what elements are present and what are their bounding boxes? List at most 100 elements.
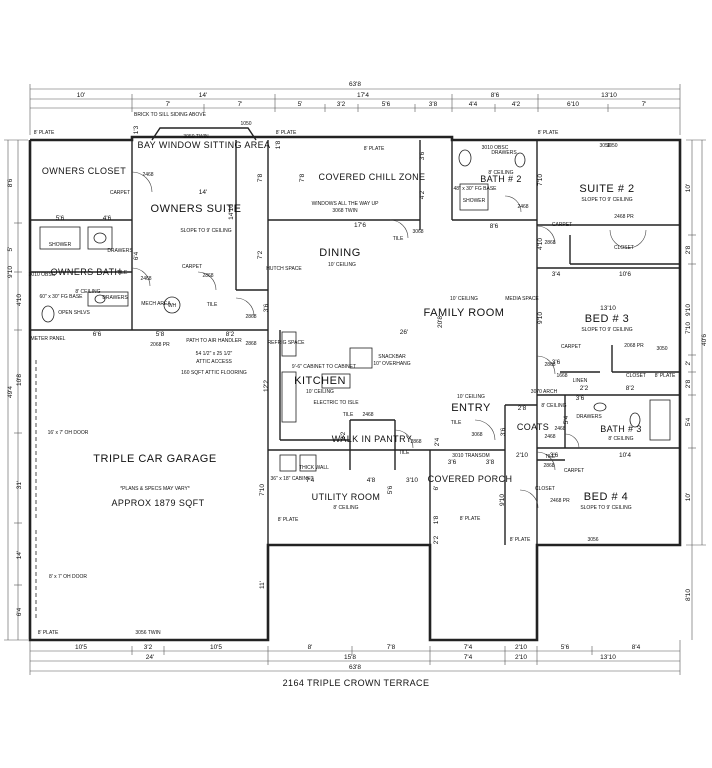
door-label: 2468: [142, 172, 153, 178]
door-swing-icon: [394, 429, 414, 449]
dim-top: 7': [166, 101, 171, 108]
plate-note: 8' PLATE: [538, 130, 559, 136]
attic-access: ATTIC ACCESS: [196, 359, 232, 365]
door-label: 2868: [543, 463, 554, 469]
room-family: FAMILY ROOM: [424, 307, 505, 319]
entry-note: 10' CEILING: [457, 394, 485, 400]
porch-note: 8' PLATE: [460, 516, 481, 522]
dryer-icon: [299, 454, 317, 472]
room-suite2: SUITE # 2: [579, 183, 634, 195]
bath3-drawers: DRAWERS: [576, 414, 602, 420]
dim-interior: 11': [259, 581, 266, 589]
dim-interior: 5'8: [156, 331, 165, 338]
bed4-note: SLOPE TO 9' CEILING: [580, 505, 631, 511]
plate-note: 8' PLATE: [276, 130, 297, 136]
tile-note: TILE: [393, 236, 404, 242]
door-label: 2068 PR: [150, 342, 170, 348]
room-chill-zone: COVERED CHILL ZONE: [319, 172, 426, 182]
arch-note: 3070 ARCH: [531, 389, 558, 395]
room-linen: LINEN: [573, 378, 588, 384]
door-swing-icon: [235, 297, 255, 317]
door-label: 2868: [544, 240, 555, 246]
door-label: 2868: [410, 439, 421, 445]
garage-twin: 3056 TWIN: [135, 630, 161, 636]
door-label: 3050 TWIN: [183, 134, 209, 140]
dim-right: 2'8: [685, 245, 692, 254]
owners-vanity-2: [87, 291, 129, 307]
media-space: MEDIA SPACE: [505, 296, 539, 302]
dim-top-total: 63'8: [349, 81, 361, 88]
dim-top: 14': [199, 92, 207, 99]
thick-wall: THICK WALL: [299, 465, 329, 471]
dim-top: 10': [77, 92, 85, 99]
bed4-pr: 2468 PR: [550, 498, 570, 504]
dim-right: 5'4: [685, 417, 692, 426]
dim-interior: 8'2: [226, 331, 235, 338]
brick-note: BRICK TO SILL SIDING ABOVE: [134, 112, 207, 118]
dim-left-total: 49'4: [7, 386, 14, 398]
meter-panel: METER PANEL: [31, 336, 66, 342]
dim-bottom: 8'4: [632, 644, 641, 651]
room-owners-bath: OWNERS BATH: [51, 267, 122, 277]
dim-interior: 3'6: [419, 151, 426, 160]
bed3-closet: CLOSET: [626, 373, 646, 379]
door-label: 3068: [412, 229, 423, 235]
owners-open-shelves: OPEN SHLVS: [58, 310, 90, 316]
dining-note: 10' CEILING: [328, 262, 356, 268]
room-coats: COATS: [517, 422, 549, 432]
dim-bottom: 8': [308, 644, 313, 651]
bottom-dimensions: [29, 640, 681, 675]
tile-note: TILE: [451, 420, 462, 426]
door-label: 2468: [362, 412, 373, 418]
door-label: 1050: [240, 121, 251, 127]
plate-note: 8' PLATE: [34, 130, 55, 136]
dim-interior: 6': [433, 486, 440, 491]
door-label: 2468: [140, 276, 151, 282]
dim-interior: 3'6: [500, 427, 507, 436]
attic-path: PATH TO AIR HANDLER: [186, 338, 242, 344]
kitchen-counter: [281, 371, 297, 423]
tile-note: TILE: [545, 454, 556, 460]
door-swing-icon: [474, 419, 496, 441]
sink-icon: [93, 232, 107, 244]
room-porch: COVERED PORCH: [428, 474, 513, 484]
bath2-drawers: DRAWERS: [491, 150, 517, 156]
dim-bottom: 7'4: [464, 644, 473, 651]
tile-note: TILE: [399, 450, 410, 456]
right-dimension-labels: 10' 2'8 9'10 7'10 2' 2'8 5'4 10' 8'10 40…: [685, 184, 708, 601]
dim-right: 2'8: [685, 379, 692, 388]
bed4-window: 3056: [587, 537, 598, 543]
room-kitchen: KITCHEN: [294, 375, 346, 387]
carpet-note: CARPET: [564, 468, 584, 474]
dim-interior: 3'6: [448, 459, 457, 466]
dim-interior: 7'2: [257, 250, 264, 259]
plate-note: 8' PLATE: [655, 373, 676, 379]
room-utility: UTILITY ROOM: [312, 492, 381, 502]
toilet-icon: [458, 149, 472, 167]
room-pantry: WALK IN PANTRY: [332, 434, 412, 444]
dim-top: 5'6: [382, 101, 391, 108]
dim-right: 10': [685, 184, 692, 192]
bottom-dimension-labels: 10'5 3'2 10'5 8' 7'8 7'4 7'4 2'10 5'6 8'…: [75, 644, 641, 671]
bed4-closet: CLOSET: [535, 486, 555, 492]
dim-top: 6'10: [567, 101, 579, 108]
dim-interior: 3'6: [552, 359, 561, 366]
carpet-note: CARPET: [552, 222, 572, 228]
bed3-pr: 2068 PR: [624, 343, 644, 349]
owners-drawers: DRAWERS: [102, 295, 128, 301]
suite2-pr: 2468 PR: [614, 214, 634, 220]
dim-right-total: 40'6: [701, 334, 708, 346]
door-swing-icon: [504, 195, 522, 213]
door-swings: [131, 171, 647, 509]
dim-left: 14': [16, 551, 23, 559]
dim-interior: 2'8: [518, 405, 527, 412]
plate-note: 8' PLATE: [364, 146, 385, 152]
refrig-space: REFRIG SPACE: [268, 340, 306, 346]
washer-icon: [279, 454, 297, 472]
dim-left: 9'10: [7, 266, 14, 278]
tile-note: TILE: [207, 302, 218, 308]
dim-interior: 8'6: [490, 223, 499, 230]
dim-top: 3'2: [337, 101, 346, 108]
dim-top: 4'2: [512, 101, 521, 108]
dim-interior: 1'8: [433, 515, 440, 524]
